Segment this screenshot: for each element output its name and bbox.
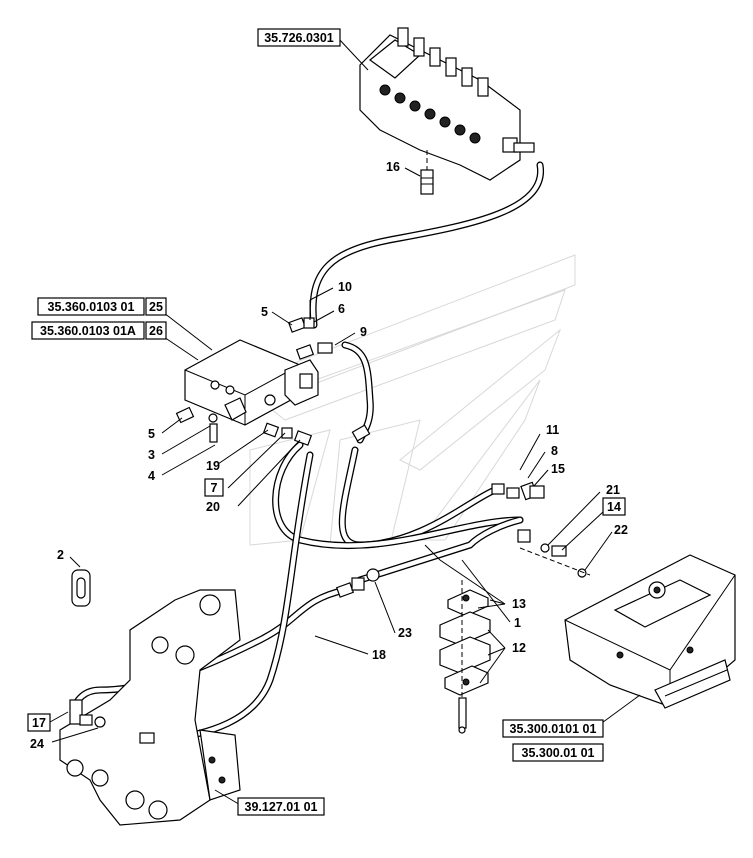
boxed-item-17: 17 [27, 713, 51, 732]
fitting-16 [420, 150, 434, 195]
item-11-label: 11 [546, 423, 559, 437]
item-2-label: 2 [57, 548, 64, 562]
fittings-right [491, 481, 591, 578]
manifold-block [184, 339, 319, 426]
svg-text:35.360.0103 01A: 35.360.0103 01A [40, 324, 136, 338]
ref-tank-b: 35.300.01 01 [512, 743, 604, 762]
item-16-label: 16 [386, 160, 400, 174]
hose-20 [272, 441, 524, 550]
ref-tank-a: 35.300.0101 01 [502, 719, 604, 738]
svg-text:35.300.01 01: 35.300.01 01 [522, 746, 595, 760]
svg-text:14: 14 [607, 500, 621, 514]
control-valve [359, 27, 535, 181]
item-13-label: 13 [512, 597, 526, 611]
clamp-parts [439, 580, 491, 734]
hose-10 [309, 161, 544, 329]
fittings-23 [335, 568, 380, 598]
loader-frame [59, 589, 241, 826]
item-22-label: 22 [614, 523, 628, 537]
item-23-label: 23 [398, 626, 412, 640]
hose-11 [338, 446, 499, 549]
item-9-label: 9 [360, 325, 367, 339]
item-8-label: 8 [551, 444, 558, 458]
item-number-labels: 16 10 5 6 9 5 3 4 19 20 11 8 15 21 22 2 … [30, 160, 628, 751]
leader-lines [49, 37, 641, 807]
boxed-item-14: 14 [602, 497, 626, 516]
item-3-label: 3 [148, 448, 155, 462]
item-6-label: 6 [338, 302, 345, 316]
item-21-label: 21 [606, 483, 620, 497]
svg-text:35.726.0301: 35.726.0301 [264, 31, 334, 45]
tube-steel [356, 516, 524, 584]
hose-9 [341, 341, 374, 444]
svg-text:35.300.0101 01: 35.300.0101 01 [510, 722, 597, 736]
item-12-label: 12 [512, 641, 526, 655]
item-20-label: 20 [206, 500, 220, 514]
svg-text:25: 25 [149, 300, 163, 314]
hydraulic-tank [564, 554, 736, 709]
item-18-label: 18 [372, 648, 386, 662]
svg-text:39.127.01 01: 39.127.01 01 [245, 800, 318, 814]
item-15-label: 15 [551, 462, 565, 476]
item-19-label: 19 [206, 459, 220, 473]
item-4-label: 4 [148, 469, 155, 483]
item-1-label: 1 [514, 616, 521, 630]
svg-text:35.360.0103 01: 35.360.0103 01 [48, 300, 135, 314]
ref-frame: 39.127.01 01 [237, 797, 325, 816]
item-10-label: 10 [338, 280, 352, 294]
boxed-item-7: 7 [204, 478, 224, 497]
item-5-label-top: 5 [261, 305, 268, 319]
svg-text:7: 7 [211, 481, 218, 495]
item-24-label: 24 [30, 737, 44, 751]
clip-2 [71, 569, 91, 607]
svg-text:17: 17 [32, 716, 46, 730]
item-5-label-bottom: 5 [148, 427, 155, 441]
svg-text:26: 26 [149, 324, 163, 338]
ref-block-b: 35.360.0103 01A 26 [31, 321, 167, 340]
ref-block-a: 35.360.0103 01 25 [37, 297, 167, 316]
ref-control-valve: 35.726.0301 [257, 28, 341, 47]
